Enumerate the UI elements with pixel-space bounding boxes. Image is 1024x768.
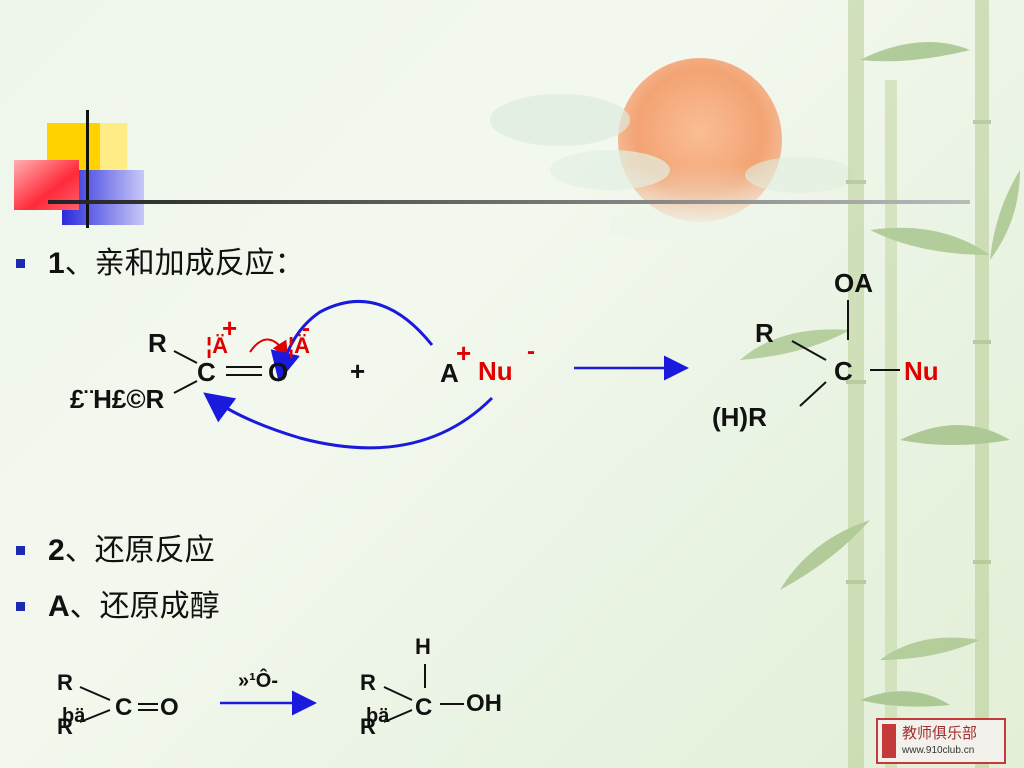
bullet-square	[16, 546, 25, 555]
bond-r-c	[173, 350, 198, 364]
eq1-delta-minus-label: ¦Ä	[288, 333, 311, 358]
eq2-product-garbled: þä	[366, 705, 390, 727]
eq1-plus: +	[350, 356, 366, 386]
title-rule	[48, 200, 970, 204]
logo-url: www.910club.cn	[902, 745, 975, 756]
eq2-r-top: R	[57, 670, 73, 695]
eq1-a: A	[440, 358, 459, 388]
eq2-product-r-top: R	[360, 670, 376, 695]
bond-c-r2	[173, 380, 198, 394]
eq2-oxygen: O	[160, 694, 179, 721]
eq2-product-r-bottom: R	[360, 714, 376, 739]
eq2-garbled-bottom: þä	[62, 705, 86, 727]
eq1-delta-plus-label: ¦Ä	[206, 333, 229, 358]
eq1-product-nu: Nu	[904, 356, 939, 386]
bullet-2: 2、还原反应	[48, 525, 215, 569]
eq1-r-top: R	[148, 328, 167, 358]
bullet-square	[16, 602, 25, 611]
eq2-product-h: H	[415, 634, 431, 659]
eq1-carbon: C	[197, 357, 216, 387]
bullet-1-text: 、亲和加成反应：	[64, 246, 305, 281]
bamboo-art	[740, 0, 1020, 768]
eq1-nu-charge: -	[527, 338, 535, 365]
eq1-product-oa: OA	[834, 268, 873, 298]
eq1-delta-plus-sign: +	[222, 313, 238, 343]
eq1-delta-minus-sign: -	[302, 315, 310, 342]
eq1-oxygen: O	[268, 357, 289, 387]
eq1-h-r-label: £¨H£©R	[70, 384, 165, 414]
bullet-1-number: 1	[48, 247, 65, 280]
eq2-r-bottom: R	[57, 714, 73, 739]
eq2-carbon: C	[115, 694, 133, 721]
bullet-2-text: 、还原反应	[64, 533, 215, 568]
eq1-product-hr: (H)R	[712, 402, 767, 432]
eq2-reagent: »¹Ô-	[238, 670, 278, 692]
eq1-product-c: C	[834, 356, 853, 386]
bullet-square	[16, 259, 25, 268]
bullet-3-number: A	[48, 590, 70, 623]
logo-mark	[882, 724, 896, 758]
bullet-1: 1、亲和加成反应：	[48, 238, 305, 282]
eq2-product-oh: OH	[466, 690, 502, 717]
eq1-product-r: R	[755, 318, 774, 348]
curved-arrow-red	[249, 338, 289, 358]
club-logo: 教师俱乐部 www.910club.cn	[876, 718, 1006, 764]
eq1-nu: Nu	[478, 356, 513, 386]
curved-arrow-top	[270, 299, 434, 382]
logo-title: 教师俱乐部	[902, 724, 978, 742]
bullet-3-text: 、还原成醇	[69, 589, 220, 624]
curved-arrow-bottom	[203, 392, 494, 450]
eq1-a-charge: +	[456, 338, 472, 368]
bullet-3: A、还原成醇	[48, 581, 220, 625]
eq2-product-c: C	[415, 694, 433, 721]
bullet-2-number: 2	[48, 534, 65, 567]
